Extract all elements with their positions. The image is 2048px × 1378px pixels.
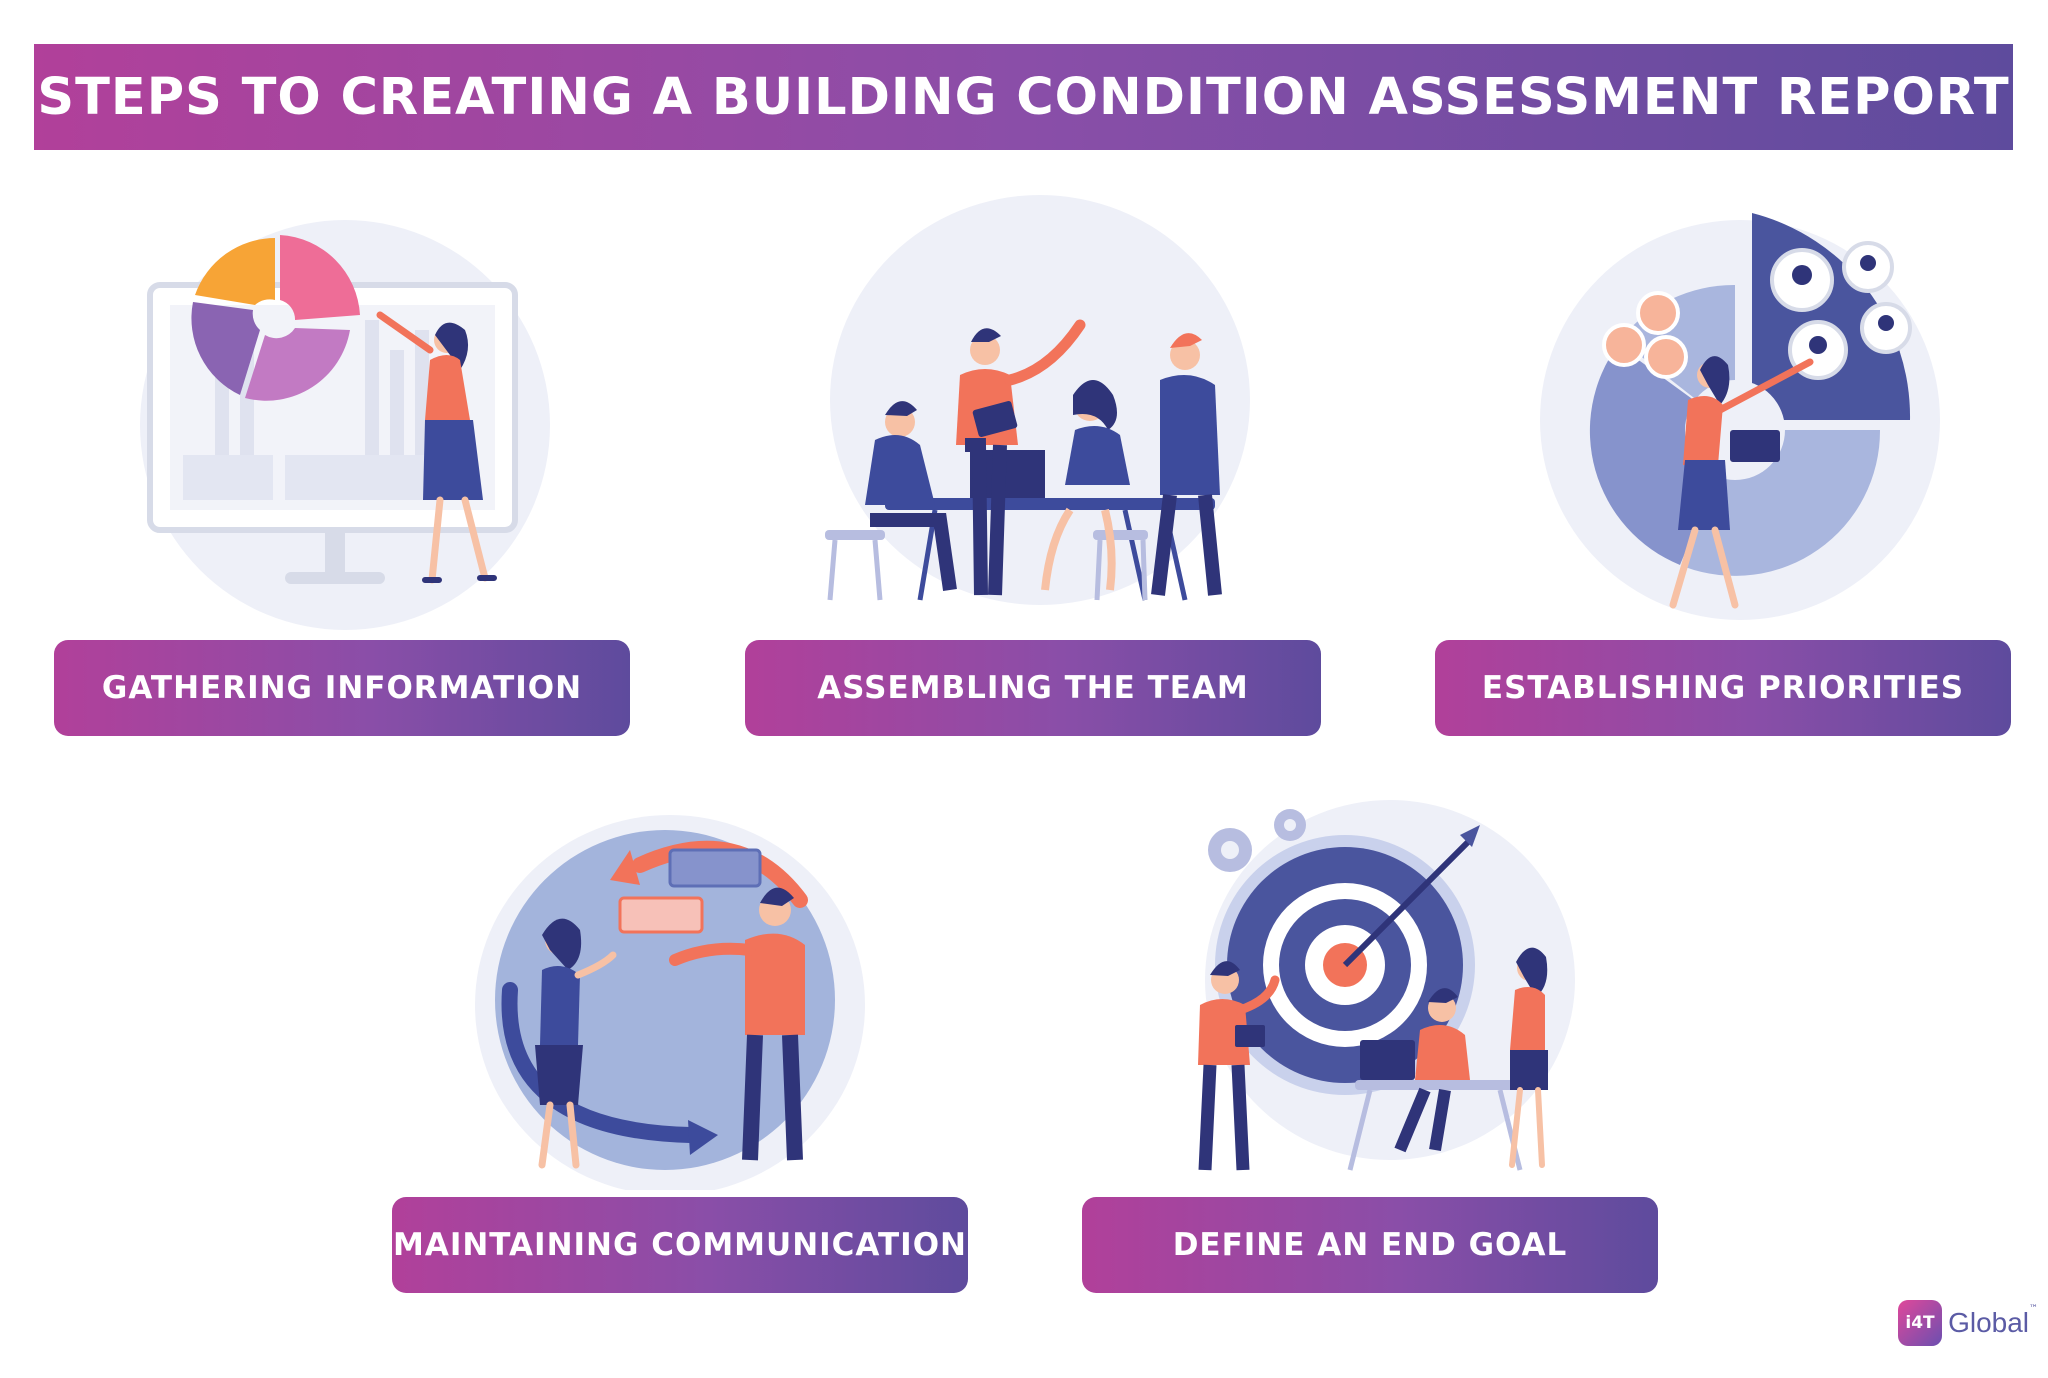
step-establishing-priorities: ESTABLISHING PRIORITIES (1435, 640, 2011, 736)
target-goal-illustration (1198, 800, 1575, 1171)
step-label: DEFINE AN END GOAL (1172, 1227, 1568, 1263)
logo-wordmark: Global (1948, 1307, 2029, 1338)
logo-icon: i4T (1898, 1300, 1943, 1346)
logo-badge-text: i4T (1905, 1313, 1935, 1333)
team-meeting-illustration (825, 195, 1250, 605)
step-label: ASSEMBLING THE TEAM (817, 670, 1249, 706)
step-label: MAINTAINING COMMUNICATION (392, 1227, 967, 1263)
step-assembling-the-team: ASSEMBLING THE TEAM (745, 640, 1321, 736)
logo-trademark: ™ (2029, 1304, 2038, 1314)
step-label: ESTABLISHING PRIORITIES (1481, 670, 1965, 706)
step-maintaining-communication: MAINTAINING COMMUNICATION (392, 1197, 968, 1293)
communication-illustration (475, 815, 865, 1190)
title-banner: STEPS TO CREATING A BUILDING CONDITION A… (34, 44, 2013, 150)
step-label: GATHERING INFORMATION (101, 670, 583, 706)
page-title: STEPS TO CREATING A BUILDING CONDITION A… (37, 67, 2010, 127)
priorities-pie-illustration (1540, 213, 1940, 620)
data-presentation-illustration (140, 220, 550, 630)
step-gathering-information: GATHERING INFORMATION (54, 640, 630, 736)
step-define-an-end-goal: DEFINE AN END GOAL (1082, 1197, 1658, 1293)
brand-logo: i4T Global ™ (1898, 1298, 2038, 1348)
